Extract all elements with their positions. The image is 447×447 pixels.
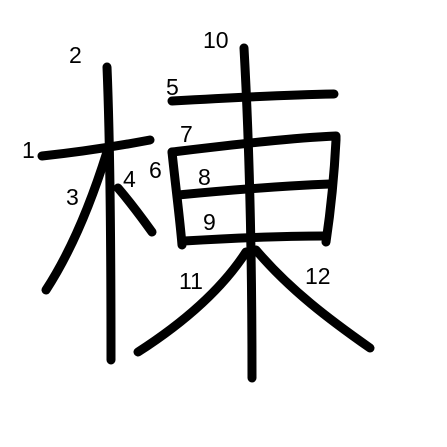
stroke-8 [173, 179, 335, 200]
stroke-number-6: 6 [149, 157, 162, 183]
stroke-5 [167, 89, 339, 106]
stroke-3 [41, 147, 112, 295]
stroke-number-1: 1 [22, 137, 35, 163]
stroke-number-2: 2 [69, 42, 82, 68]
stroke-7 [167, 131, 341, 247]
stroke-6 [167, 147, 187, 250]
stroke-10 [239, 43, 257, 383]
stroke-2 [102, 62, 116, 365]
stroke-number-8: 8 [198, 164, 211, 190]
stroke-number-11: 11 [179, 268, 203, 294]
stroke-number-4: 4 [123, 166, 136, 192]
stroke-number-7: 7 [180, 121, 193, 147]
stroke-number-5: 5 [166, 74, 179, 100]
stroke-number-10: 10 [203, 27, 229, 53]
stroke-number-9: 9 [203, 209, 216, 235]
stroke-1 [37, 135, 155, 161]
stroke-11 [133, 247, 251, 357]
stroke-12 [251, 245, 375, 353]
stroke-9 [179, 231, 329, 246]
stroke-4 [113, 183, 157, 237]
stroke-number-12: 12 [305, 263, 331, 289]
stroke-number-3: 3 [66, 184, 79, 210]
